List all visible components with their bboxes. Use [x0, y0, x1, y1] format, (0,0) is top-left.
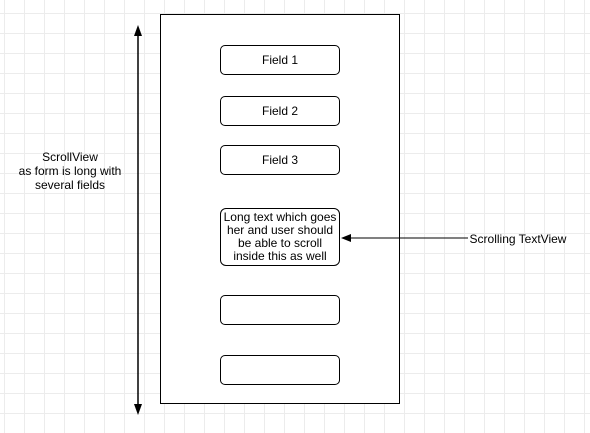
- scrolling-textview-text: Long text which goes her and user should…: [223, 210, 337, 263]
- field-2-label: Field 2: [261, 104, 299, 118]
- empty-field-box-1: [220, 295, 340, 325]
- empty-field-box-2: [220, 355, 340, 385]
- field-2-box: Field 2: [220, 96, 340, 126]
- field-3-label: Field 3: [261, 153, 299, 167]
- scrollview-annotation: ScrollView as form is long with several …: [10, 150, 130, 192]
- scrollview-annotation-line-2: as form is long with: [18, 164, 122, 178]
- scrollview-double-arrow: [134, 25, 142, 415]
- scrolling-textview-box: Long text which goes her and user should…: [220, 208, 340, 266]
- field-3-box: Field 3: [220, 145, 340, 175]
- textview-annotation: Scrolling TextView: [469, 232, 567, 246]
- scrollview-annotation-line-3: several fields: [34, 178, 106, 192]
- field-1-box: Field 1: [220, 45, 340, 75]
- scrollview-annotation-line-1: ScrollView: [42, 150, 98, 164]
- field-1-label: Field 1: [261, 53, 299, 67]
